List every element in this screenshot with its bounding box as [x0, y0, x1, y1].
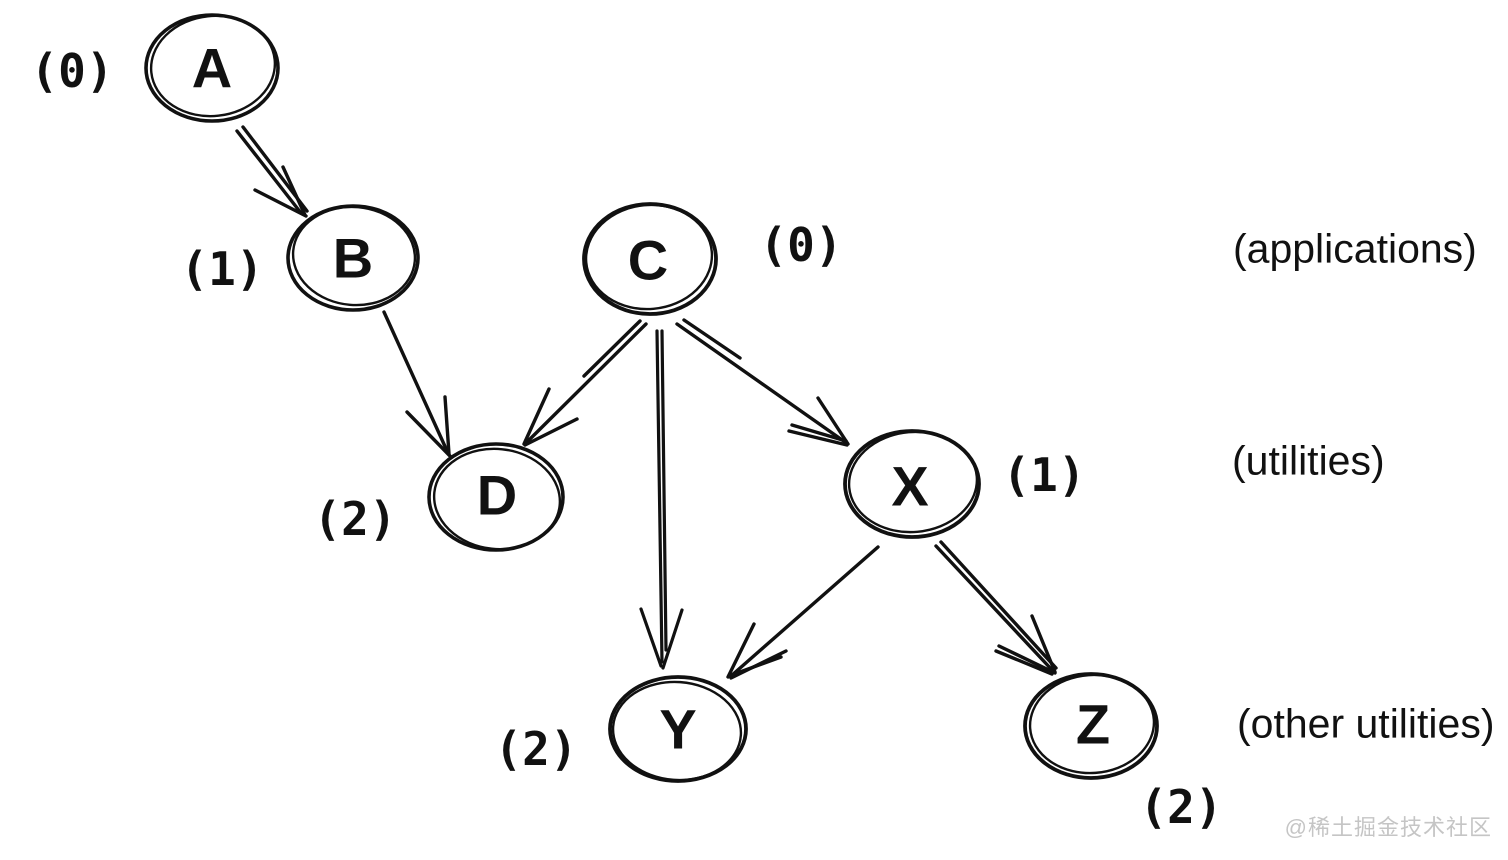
arrow-head: [994, 649, 1054, 676]
arrow-shaft: [655, 329, 664, 664]
node-label-X: X: [891, 454, 929, 518]
edge-C-X-arrow: [675, 318, 850, 447]
edge-C-D-arrow: [522, 319, 648, 447]
node-label-C: C: [627, 228, 669, 292]
level-label-D: (2): [313, 492, 397, 546]
arrow-head: [443, 395, 451, 456]
arrow-shaft: [235, 129, 303, 215]
arrow-head: [726, 622, 756, 679]
node-label-Y: Y: [659, 697, 697, 761]
ellipse-outline: [611, 680, 743, 782]
arrow-shaft: [660, 329, 668, 652]
node-D-ellipse: [427, 442, 565, 552]
arrow-shaft: [682, 318, 742, 360]
arrow-head: [281, 165, 307, 217]
edge-A-B-arrow: [235, 125, 309, 218]
ellipse-outline: [432, 447, 562, 551]
arrow-head: [253, 188, 308, 218]
node-Z-ellipse: [1023, 672, 1159, 780]
ellipse-outline: [1028, 673, 1156, 775]
arrow-head: [639, 607, 663, 668]
arrow-shaft: [675, 322, 847, 444]
level-label-Y: (2): [494, 722, 578, 776]
node-C-ellipse: [582, 202, 718, 316]
level-label-Z: (2): [1139, 780, 1223, 834]
edge-C-Y-arrow: [639, 329, 684, 670]
arrow-shaft: [582, 319, 642, 378]
node-label-A: A: [191, 36, 233, 100]
edge-B-D-arrow: [382, 310, 452, 458]
arrow-head: [727, 655, 783, 678]
edge-X-Z-arrow: [934, 540, 1058, 676]
level-label-X: (1): [1002, 448, 1086, 502]
ellipse-outline: [847, 430, 979, 534]
arrow-head: [523, 417, 579, 447]
ellipse-outline: [291, 205, 417, 307]
ellipse-outline: [149, 14, 277, 118]
arrow-head: [661, 608, 684, 670]
row-label-other-utilities: (other utilities): [1237, 700, 1495, 747]
node-label-B: B: [332, 226, 374, 290]
ellipse-outline: [584, 203, 714, 311]
edge-X-Y-arrow: [726, 545, 880, 680]
node-Y-ellipse: [608, 675, 748, 783]
node-label-D: D: [476, 463, 518, 527]
node-label-Z: Z: [1075, 692, 1111, 756]
level-label-B: (1): [180, 242, 264, 296]
arrow-head: [997, 644, 1057, 675]
watermark: @稀土掘金技术社区: [1284, 815, 1492, 840]
level-label-C: (0): [759, 218, 843, 272]
arrow-shaft: [382, 310, 450, 455]
arrow-head: [787, 429, 849, 447]
level-label-A: (0): [30, 44, 114, 98]
arrow-shaft: [525, 322, 648, 444]
arrow-head: [1030, 614, 1057, 674]
node-X-ellipse: [843, 429, 981, 539]
arrow-head: [405, 410, 452, 458]
arrow-head: [816, 396, 850, 446]
arrow-head: [522, 387, 551, 446]
node-A-ellipse: [144, 13, 280, 123]
arrow-shaft: [729, 545, 880, 678]
row-label-utilities: (utilities): [1232, 437, 1385, 484]
row-label-applications: (applications): [1233, 225, 1477, 272]
arrow-shaft: [939, 540, 1058, 670]
node-B-ellipse: [286, 204, 420, 312]
arrow-head: [790, 423, 848, 443]
arrow-shaft: [934, 544, 1055, 673]
